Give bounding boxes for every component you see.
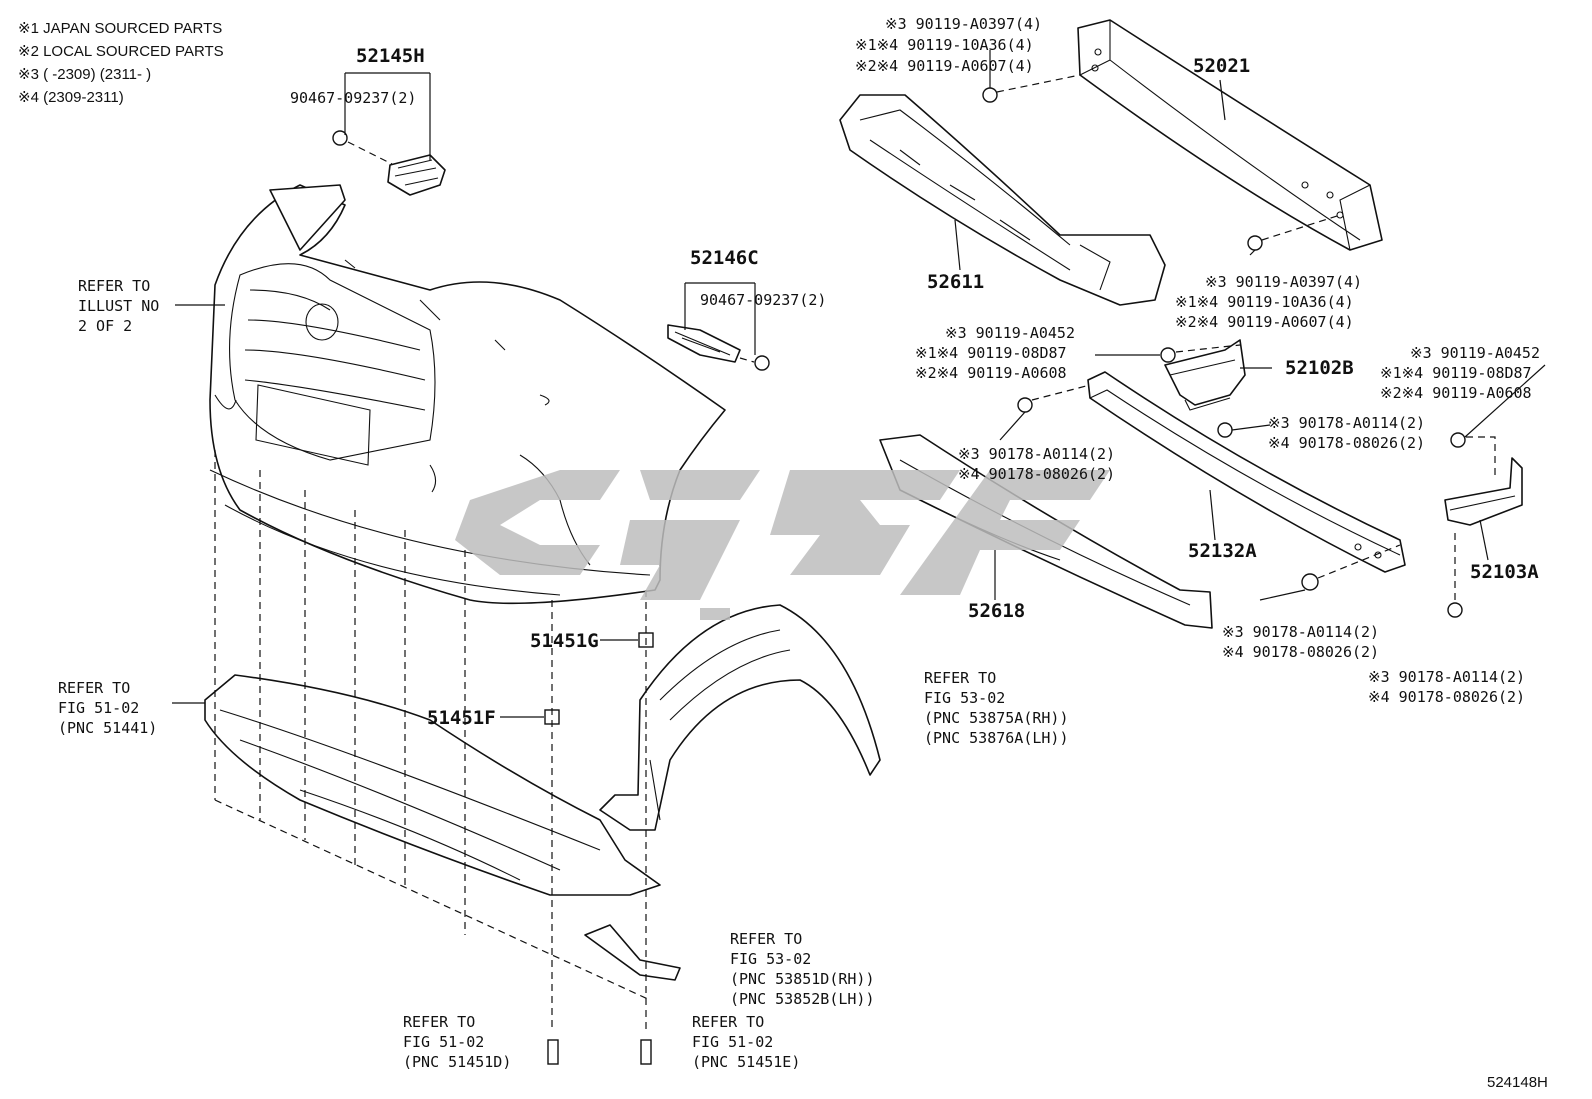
reference-line: 2 OF 2 [78, 317, 132, 335]
fastener-line: ※1※4 90119-08D87 [1380, 364, 1532, 382]
watermark-logo [455, 470, 1110, 620]
engine-under-cover [204, 674, 661, 896]
fastener-group-right-bolt: ※3 90119-A0397(4) ※1※4 90119-10A36(4) ※2… [1175, 273, 1362, 331]
reference-line: (PNC 51451D) [403, 1053, 511, 1071]
fastener-line: ※3 90119-A0397(4) [885, 15, 1042, 33]
fastener-group-nut-bottom: ※3 90178-A0114(2) ※4 90178-08026(2) [1222, 623, 1379, 661]
fastener-line: ※4 90178-08026(2) [1222, 643, 1379, 661]
reference-line: ILLUST NO [78, 297, 159, 315]
reference-line: FIG 53-02 [924, 689, 1005, 707]
reference-line: (PNC 53851D(RH)) [730, 970, 875, 988]
part-number-52146C: 52146C [690, 247, 759, 269]
part-number-52132A: 52132A [1188, 540, 1257, 562]
diagram-id: 524148H [1487, 1074, 1548, 1091]
part-number-52102B: 52102B [1285, 357, 1354, 379]
installation-lines [214, 74, 1496, 1030]
fastener-line: ※3 90119-A0452 [945, 324, 1075, 342]
part-number-90467-b: 90467-09237(2) [700, 291, 826, 309]
fastener-line: ※3 90178-A0114(2) [958, 445, 1115, 463]
reference-fig5302-a: REFER TO FIG 53-02 (PNC 53875A(RH)) (PNC… [924, 669, 1069, 747]
reference-line: FIG 51-02 [58, 699, 139, 717]
fasteners [544, 87, 1466, 1065]
bracket-52145H [332, 130, 446, 196]
fastener-group-far-right-bolt: ※3 90119-A0452 ※1※4 90119-08D87 ※2※4 901… [1380, 344, 1540, 402]
reference-fig5302-b: REFER TO FIG 53-02 (PNC 53851D(RH)) (PNC… [730, 930, 875, 1008]
reference-line: FIG 51-02 [403, 1033, 484, 1051]
fastener-line: ※1※4 90119-10A36(4) [1175, 293, 1354, 311]
reference-line: REFER TO [403, 1013, 475, 1031]
bracket-52102B [1164, 339, 1246, 411]
reference-line: (PNC 53852B(LH)) [730, 990, 875, 1008]
fastener-line: ※1※4 90119-10A36(4) [855, 36, 1034, 54]
legend-line-1: ※1 JAPAN SOURCED PARTS [18, 20, 222, 37]
reference-line: (PNC 53876A(LH)) [924, 729, 1069, 747]
fastener-line: ※2※4 90119-A0608 [915, 364, 1067, 382]
absorber-52611 [839, 94, 1166, 306]
bracket-52146C [667, 324, 770, 371]
part-number-52618: 52618 [968, 600, 1025, 622]
fastener-line: ※2※4 90119-A0607(4) [855, 57, 1034, 75]
fastener-line: ※3 90119-A0452 [1410, 344, 1540, 362]
splash-shield [584, 924, 681, 981]
reference-fig5102-a: REFER TO FIG 51-02 (PNC 51441) [58, 679, 157, 737]
fastener-line: ※1※4 90119-08D87 [915, 344, 1067, 362]
part-number-52611: 52611 [927, 271, 984, 293]
fastener-group-top-bolt: ※3 90119-A0397(4) ※1※4 90119-10A36(4) ※2… [855, 15, 1042, 75]
legend-line-4: ※4 (2309-2311) [18, 89, 124, 106]
reference-line: REFER TO [730, 930, 802, 948]
fastener-line: ※3 90178-A0114(2) [1268, 414, 1425, 432]
part-number-52103A: 52103A [1470, 561, 1539, 583]
fastener-line: ※3 90178-A0114(2) [1222, 623, 1379, 641]
part-number-51451F: 51451F [427, 707, 496, 729]
fastener-line: ※2※4 90119-A0608 [1380, 384, 1532, 402]
part-number-52145H: 52145H [356, 45, 425, 67]
fastener-group-nut-mid: ※3 90178-A0114(2) ※4 90178-08026(2) [1268, 414, 1425, 452]
fastener-line: ※3 90119-A0397(4) [1205, 273, 1362, 291]
part-number-52021: 52021 [1193, 55, 1250, 77]
reference-fig5102-c: REFER TO FIG 51-02 (PNC 51451E) [692, 1013, 800, 1071]
legend-line-3: ※3 ( -2309) (2311- ) [18, 66, 151, 83]
reference-line: FIG 53-02 [730, 950, 811, 968]
part-number-51451G: 51451G [530, 630, 599, 652]
reference-illust: REFER TO ILLUST NO 2 OF 2 [78, 277, 159, 335]
fastener-line: ※4 90178-08026(2) [1368, 688, 1525, 706]
part-number-90467-a: 90467-09237(2) [290, 89, 416, 107]
legend: ※1 JAPAN SOURCED PARTS ※2 LOCAL SOURCED … [18, 20, 224, 106]
reference-line: REFER TO [692, 1013, 764, 1031]
fastener-group-nut-far-right: ※3 90178-A0114(2) ※4 90178-08026(2) [1368, 668, 1525, 706]
legend-line-2: ※2 LOCAL SOURCED PARTS [18, 43, 224, 60]
fastener-group-mid-bolt: ※3 90119-A0452 ※1※4 90119-08D87 ※2※4 901… [915, 324, 1075, 382]
reference-line: FIG 51-02 [692, 1033, 773, 1051]
bracket-52103A [1444, 457, 1523, 526]
fastener-line: ※4 90178-08026(2) [1268, 434, 1425, 452]
reference-line: REFER TO [924, 669, 996, 687]
reinforcement-52132A [1087, 371, 1406, 573]
fender-liner [599, 604, 881, 831]
fastener-line: ※4 90178-08026(2) [958, 465, 1115, 483]
reference-line: REFER TO [58, 679, 130, 697]
fastener-group-nut-left: ※3 90178-A0114(2) ※4 90178-08026(2) [958, 445, 1115, 483]
reference-line: (PNC 51441) [58, 719, 157, 737]
fastener-line: ※3 90178-A0114(2) [1368, 668, 1525, 686]
reference-line: REFER TO [78, 277, 150, 295]
reference-line: (PNC 53875A(RH)) [924, 709, 1069, 727]
leader-lines [172, 50, 1546, 718]
reference-line: (PNC 51451E) [692, 1053, 800, 1071]
reference-fig5102-b: REFER TO FIG 51-02 (PNC 51451D) [403, 1013, 511, 1071]
reinforcement-52021 [1077, 19, 1383, 251]
fastener-line: ※2※4 90119-A0607(4) [1175, 313, 1354, 331]
